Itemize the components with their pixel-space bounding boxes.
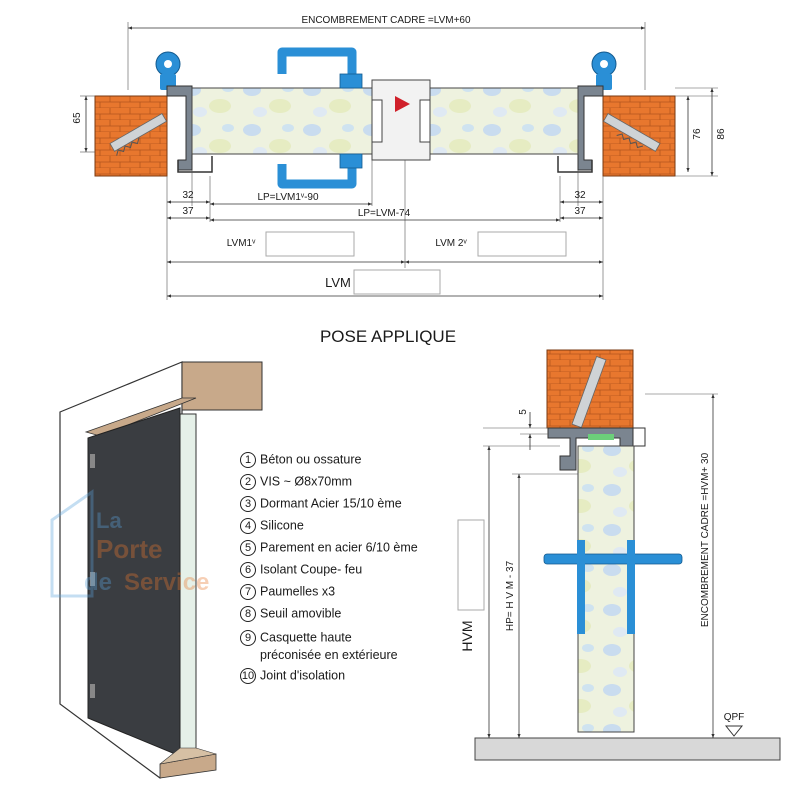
legend-text: Casquette haute (260, 630, 352, 645)
section-title: POSE APPLIQUE (320, 327, 456, 346)
legend-number-badge: 9 (240, 630, 256, 646)
lvm-input-box[interactable] (353, 269, 441, 295)
lvm2-input-box[interactable] (477, 231, 567, 257)
paumelle-3-icon (90, 684, 95, 698)
lvm1-label: LVM1ᵛ (227, 238, 256, 249)
dim-32-left-label: 32 (182, 190, 194, 201)
floor-slab (474, 737, 781, 761)
meeting-stile (371, 79, 431, 161)
svg-text:de: de (84, 569, 112, 596)
legend-text: Joint d'isolation (260, 668, 346, 683)
legend-item-9: 9 Casquette haute (240, 630, 352, 646)
hp-label: HP= H V M - 37 (505, 560, 516, 631)
legend-number-badge: 8 (240, 606, 256, 622)
side-view: 5 HVM HP= H V M - 37 ENCOMBREMENT CADRE … (457, 349, 781, 761)
lvm-label: LVM (325, 275, 351, 290)
handle-bottom-icon (277, 160, 357, 189)
paumelle-1-icon (90, 454, 95, 468)
svg-text:La: La (96, 508, 122, 533)
lvm2-label: LVM 2ᵛ (435, 238, 467, 249)
hvm-input-box[interactable] (457, 519, 485, 611)
watermark-logo: La Porte de Service (50, 489, 209, 598)
legend-number-badge: 3 (240, 496, 256, 512)
legend-number-badge: 5 (240, 540, 256, 556)
encombrement-vertical-label: ENCOMBREMENT CADRE =HVM+ 30 (700, 452, 711, 627)
legend-item-4: 4 Silicone (240, 518, 304, 534)
qpf-label: QPF (724, 712, 745, 723)
svg-text:Service: Service (124, 569, 209, 596)
lintel-block (181, 361, 263, 411)
screw-left-icon (109, 112, 168, 156)
handle-side-icon (543, 553, 683, 565)
lp-lvm-label: LP=LVM-74 (358, 208, 411, 219)
screw-right-icon (602, 112, 661, 152)
legend-item-2: 2 VIS ~ Ø8x70mm (240, 474, 352, 490)
legend-number-badge: 4 (240, 518, 256, 534)
legend-text: Isolant Coupe- feu (260, 562, 363, 577)
legend-text: préconisée en extérieure (260, 648, 398, 663)
door-leaf-left (191, 87, 373, 155)
frame-profile-left (166, 85, 193, 171)
door-leaf-section (577, 445, 635, 733)
legend-item-8: 8 Seuil amovible (240, 606, 341, 622)
lock-latch-icon (395, 96, 410, 112)
door-leaf-right (429, 87, 579, 155)
legend-item-9-continued: préconisée en extérieure (260, 648, 398, 663)
paumelle-2-icon (90, 572, 95, 586)
legend-text: Parement en acier 6/10 ème (260, 540, 418, 555)
legend-text: Béton ou ossature (260, 452, 362, 467)
legend-number-badge: 2 (240, 474, 256, 490)
legend-number-badge: 10 (240, 668, 256, 684)
lp-lvm1-label: LP=LVM1ᵛ-90 (257, 192, 319, 203)
legend-item-6: 6 Isolant Coupe- feu (240, 562, 362, 578)
perspective-view (59, 361, 263, 779)
legend-text: Dormant Acier 15/10 ème (260, 496, 402, 511)
joint-isolation (588, 434, 614, 440)
dim-5-label: 5 (518, 409, 529, 415)
legend-text: VIS ~ Ø8x70mm (260, 474, 353, 489)
legend-text: Paumelles x3 (260, 584, 336, 599)
dim-86-label: 86 (716, 128, 727, 140)
svg-text:Porte: Porte (96, 534, 162, 564)
hvm-label: HVM (459, 620, 475, 651)
legend-text: Silicone (260, 518, 304, 533)
legend-item-10: 10 Joint d'isolation (240, 668, 345, 684)
dim-76-label: 76 (692, 128, 703, 140)
legend-item-3: 3 Dormant Acier 15/10 ème (240, 496, 402, 512)
legend-number-badge: 1 (240, 452, 256, 468)
dim-32-right-label: 32 (574, 190, 586, 201)
legend-number-badge: 7 (240, 584, 256, 600)
legend-number-badge: 6 (240, 562, 256, 578)
level-marker-icon (724, 725, 744, 737)
frame-profile-right (577, 85, 604, 171)
legend-item-1: 1 Béton ou ossature (240, 452, 361, 468)
top-view: ENCOMBREMENT CADRE =LVM+60 (72, 15, 727, 300)
hinge-right-icon (591, 51, 617, 90)
dim-37-right-label: 37 (574, 206, 586, 217)
dim-65-label: 65 (72, 112, 83, 124)
legend-text: Seuil amovible (260, 606, 342, 621)
encombrement-label: ENCOMBREMENT CADRE =LVM+60 (301, 15, 471, 26)
handle-top-icon (277, 47, 357, 80)
screw-vertical-icon (571, 355, 607, 429)
dim-37-left-label: 37 (182, 206, 194, 217)
legend-item-7: 7 Paumelles x3 (240, 584, 335, 600)
lvm1-input-box[interactable] (265, 231, 355, 257)
hinge-left-icon (155, 51, 181, 90)
legend-item-5: 5 Parement en acier 6/10 ème (240, 540, 418, 556)
